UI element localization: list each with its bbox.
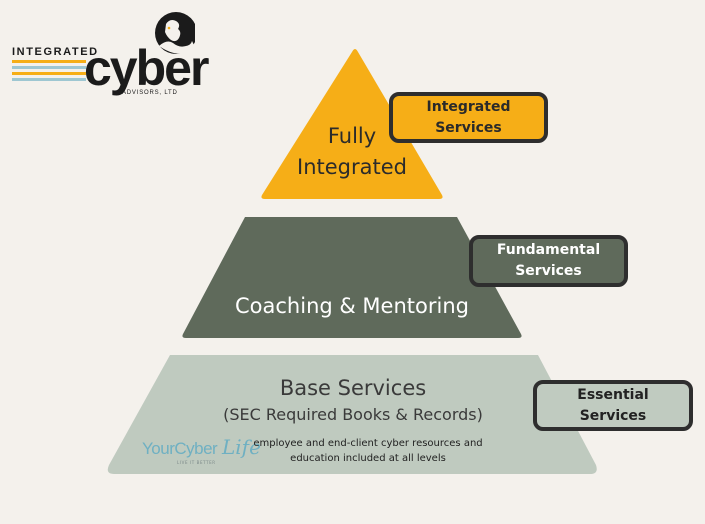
- tier-coaching-mentoring: [182, 217, 522, 338]
- yourcyberlife-logo: YourCyber Life LIVE IT BETTER: [142, 435, 261, 468]
- company-logo: INTEGRATED cyber ADVISORS, LTD: [10, 12, 209, 100]
- resources-note: employee and end-client cyber resources …: [246, 436, 490, 466]
- essential-services-label: Essential Services: [533, 380, 693, 431]
- tier-1-label: Fully Integrated: [262, 121, 442, 183]
- integrated-services-label: Integrated Services: [389, 92, 548, 143]
- side-label-line: Integrated: [426, 98, 511, 115]
- resources-note-line: education included at all levels: [290, 453, 446, 464]
- tier-3-title: Base Services: [279, 376, 427, 400]
- fundamental-services-label: Fundamental Services: [469, 235, 628, 287]
- tier-2-label: Coaching & Mentoring: [235, 294, 469, 318]
- yourcyberlife-tagline: LIVE IT BETTER: [177, 460, 216, 465]
- logo-advisors-text: ADVISORS, LTD: [122, 90, 178, 96]
- side-label-line: Services: [435, 119, 502, 136]
- side-label-line: Essential: [577, 386, 649, 403]
- logo-integrated-text: INTEGRATED: [12, 46, 99, 58]
- tier-3-subtitle: (SEC Required Books & Records): [223, 405, 483, 424]
- side-label-line: Services: [579, 407, 647, 424]
- logo-mark-icon: [155, 12, 195, 54]
- tier-base-services: [107, 355, 597, 474]
- resources-note-line: employee and end-client cyber resources …: [253, 438, 483, 449]
- logo-cyber-text: cyber: [84, 40, 209, 96]
- side-label-line: Fundamental: [496, 242, 601, 258]
- logo-stripe: [12, 60, 86, 63]
- yourcyberlife-word: YourCyber: [142, 439, 218, 458]
- logo-stripe: [12, 66, 86, 69]
- side-label-line: Services: [515, 263, 582, 279]
- tier-1-label-line: Fully: [327, 124, 377, 148]
- tier-1-label-line: Integrated: [297, 155, 407, 179]
- logo-stripe: [12, 78, 86, 81]
- yourcyberlife-script: Life: [222, 435, 261, 459]
- logo-stripe: [12, 72, 86, 75]
- tier-fully-integrated: [261, 49, 443, 199]
